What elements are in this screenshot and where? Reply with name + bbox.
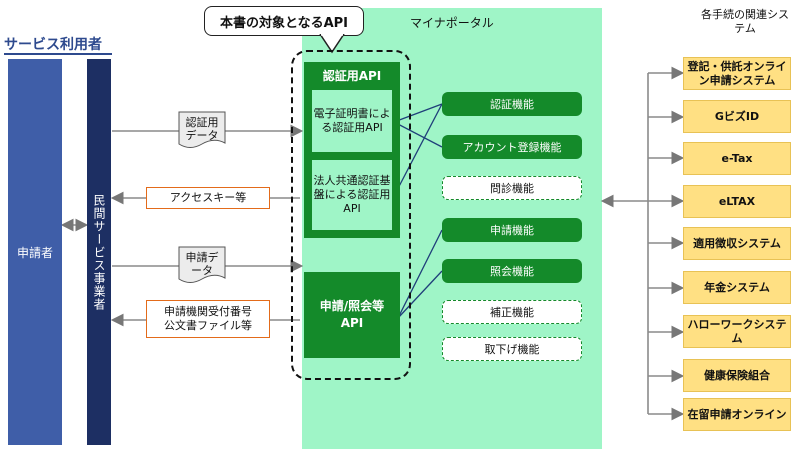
- system-label: GビズID: [714, 109, 760, 123]
- system-box: 登記・供託オンライン申請システム: [683, 57, 791, 90]
- apply-inquiry-api-block: 申請/照会等 API: [304, 272, 400, 358]
- service-provider-column: 民間サービス事業者: [87, 59, 111, 445]
- function-label: 照会機能: [490, 265, 534, 278]
- apply-api-line2: API: [340, 316, 364, 330]
- function-label: 問診機能: [490, 182, 534, 195]
- related-systems-title: 各手続の関連システム: [701, 8, 789, 36]
- system-label: 登記・供託オンライン申請システム: [687, 60, 787, 87]
- receipt-line1: 申請機関受付番号: [164, 304, 252, 318]
- api-scope-label: 本書の対象となるAPI: [219, 15, 349, 31]
- apply-api-line1: 申請/照会等: [319, 299, 385, 314]
- function-label: 取下げ機能: [484, 343, 540, 356]
- system-box: 健康保険組合: [683, 359, 791, 392]
- callout-pointer: [319, 34, 345, 54]
- cert-auth-api: 電子証明書による認証用API: [312, 90, 392, 152]
- system-label: ハローワークシステム: [687, 318, 787, 345]
- applicant-column: 申請者: [8, 59, 62, 445]
- api-scope-callout: 本書の対象となるAPI: [204, 6, 364, 36]
- system-box: e-Tax: [683, 142, 791, 175]
- system-label: 在留申請オンライン: [687, 407, 787, 421]
- access-key-box: アクセスキー等: [146, 187, 270, 209]
- target-api-frame: [291, 50, 411, 380]
- system-box: 年金システム: [683, 271, 791, 304]
- function-auth: 認証機能: [442, 92, 582, 116]
- receipt-box: 申請機関受付番号 公文書ファイル等: [146, 300, 270, 338]
- function-label: アカウント登録機能: [462, 141, 562, 154]
- application-data-label: 申請データ: [185, 250, 219, 277]
- system-label: eLTAX: [718, 194, 756, 208]
- system-box: GビズID: [683, 100, 791, 133]
- function-label: 補正機能: [490, 306, 534, 319]
- function-correction: 補正機能: [442, 300, 582, 324]
- system-label: 適用徴収システム: [693, 236, 781, 250]
- system-box: eLTAX: [683, 185, 791, 218]
- corporate-auth-api: 法人共通認証基盤による認証用API: [312, 160, 392, 230]
- system-box: 適用徴収システム: [683, 227, 791, 260]
- document-icon: [178, 246, 226, 283]
- auth-api-title: 認証用API: [322, 69, 382, 83]
- cert-auth-api-label: 電子証明書による認証用API: [313, 107, 391, 134]
- function-withdrawal: 取下げ機能: [442, 337, 582, 361]
- application-data-doc: 申請データ: [178, 246, 226, 286]
- applicant-label: 申請者: [16, 245, 53, 260]
- service-provider-label: 民間サービス事業者: [92, 193, 106, 311]
- receipt-line2: 公文書ファイル等: [164, 319, 252, 332]
- function-label: 申請機能: [490, 224, 534, 237]
- auth-data-label: 認証用データ: [185, 115, 219, 142]
- corporate-auth-api-label: 法人共通認証基盤による認証用API: [313, 174, 391, 215]
- system-box: ハローワークシステム: [683, 315, 791, 348]
- service-users-title: サービス利用者: [4, 37, 102, 53]
- auth-data-doc: 認証用データ: [178, 111, 226, 151]
- system-label: 年金システム: [704, 280, 770, 294]
- system-label: 健康保険組合: [704, 368, 770, 382]
- system-box: 在留申請オンライン: [683, 398, 791, 431]
- function-label: 認証機能: [490, 98, 534, 111]
- function-inquiry: 照会機能: [442, 259, 582, 283]
- function-account-registration: アカウント登録機能: [442, 135, 582, 159]
- access-key-label: アクセスキー等: [169, 190, 247, 204]
- title-underline: [4, 53, 112, 55]
- function-application: 申請機能: [442, 218, 582, 242]
- portal-title: マイナポータル: [410, 16, 494, 30]
- document-icon: [178, 111, 226, 148]
- system-label: e-Tax: [721, 151, 753, 165]
- function-questionnaire: 問診機能: [442, 176, 582, 200]
